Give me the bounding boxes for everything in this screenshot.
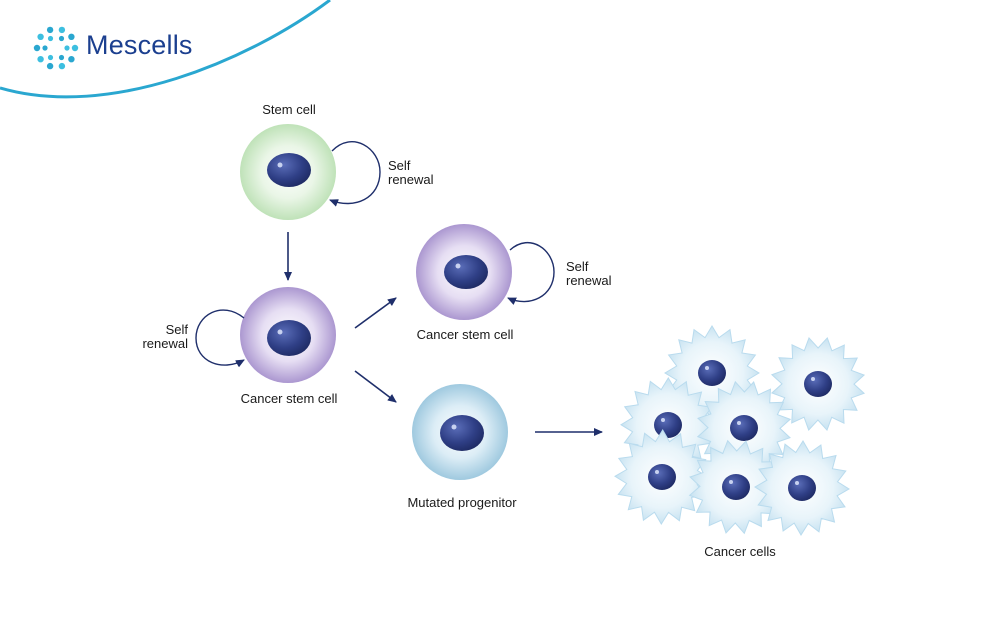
self-renewal-loop-left — [195, 309, 245, 368]
logo-dot — [46, 62, 54, 70]
logo-dot — [33, 44, 41, 52]
cancer-cell — [754, 440, 850, 536]
cancer-cell — [688, 439, 784, 535]
logo-dot — [58, 35, 65, 42]
logo-dot — [58, 54, 65, 61]
brand-name: Mescells — [86, 30, 193, 60]
self-renewal-loop-top — [329, 141, 381, 207]
logo-dot — [47, 35, 54, 42]
logo-dot — [58, 62, 66, 70]
arrow-to-cancer-stem-right — [354, 297, 397, 329]
stem-cell — [240, 124, 336, 220]
arrow-to-mutated-progenitor — [354, 370, 397, 403]
logo-dot — [64, 45, 70, 51]
mutated-progenitor-cell — [412, 384, 508, 480]
label-mutated-progenitor: Mutated progenitor — [407, 495, 517, 510]
cancer-stem-cell-left — [240, 287, 336, 383]
logo-dot — [37, 56, 44, 63]
header-swoosh — [0, 0, 331, 99]
label-self-renewal-left: Self renewal — [142, 322, 188, 351]
cancer-cells-cluster — [614, 325, 866, 536]
logo-dot — [58, 26, 66, 34]
self-renewal-loop-right — [507, 242, 555, 305]
label-stem-cell: Stem cell — [262, 102, 316, 117]
logo-dot — [46, 26, 54, 34]
label-cancer-stem-cell-right: Cancer stem cell — [416, 327, 514, 342]
cancer-cell — [770, 336, 866, 432]
logo-dot — [47, 54, 54, 61]
mescells-logo-icon — [33, 26, 79, 70]
label-self-renewal-right: Self renewal — [566, 259, 612, 288]
logo-dot — [37, 33, 44, 40]
label-cancer-stem-cell-left: Cancer stem cell — [240, 391, 338, 406]
logo-dot — [42, 45, 48, 51]
label-cancer-cells: Cancer cells — [704, 544, 776, 559]
logo-dot — [68, 56, 75, 63]
cancer-cell — [696, 380, 792, 476]
label-self-renewal-top: Self renewal — [388, 158, 434, 187]
logo-dot — [68, 33, 75, 40]
logo-dot — [71, 44, 79, 52]
cancer-stem-cell-right — [416, 224, 512, 320]
